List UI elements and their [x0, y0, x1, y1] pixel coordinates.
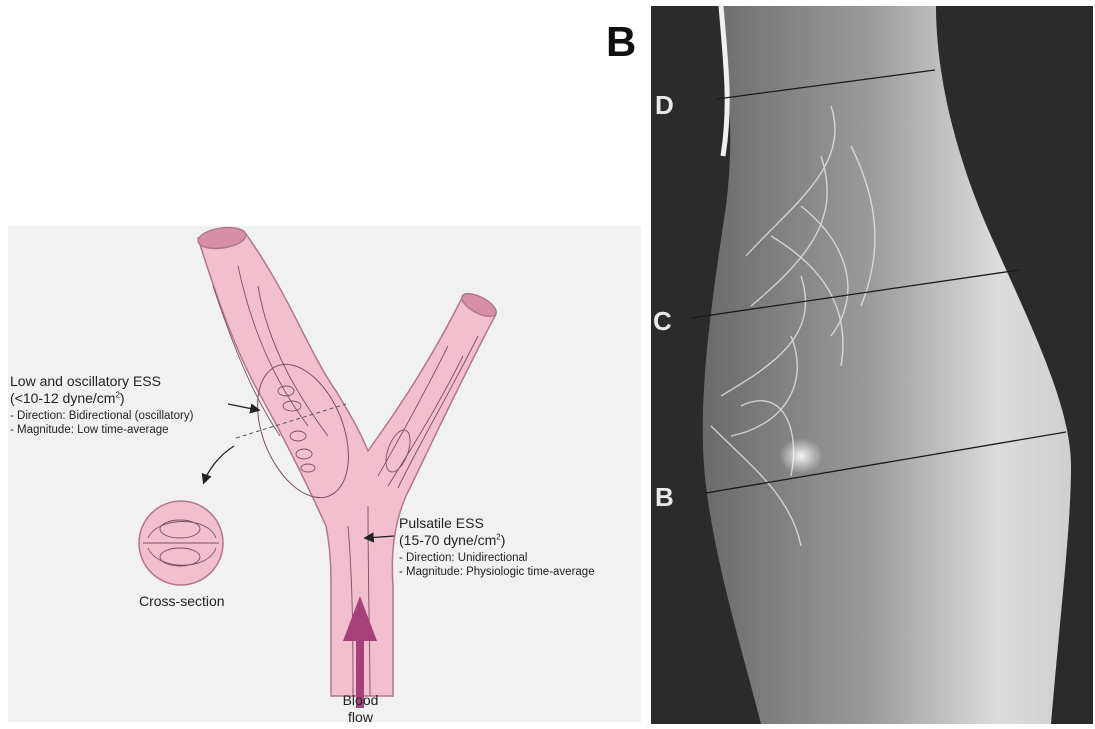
low-oscillatory-magnitude: - Magnitude: Low time-average	[10, 423, 169, 437]
pulsatile-ess-range: (15-70 dyne/cm2)	[399, 532, 505, 549]
bifurcation-illustration	[8, 226, 641, 722]
low-oscillatory-ess-range: (<10-12 dyne/cm2)	[10, 390, 125, 407]
blood-flow-label: Blood flow	[338, 692, 383, 726]
pulsatile-ess-title: Pulsatile ESS	[399, 515, 484, 532]
panel-b-angiogram-image: D C B	[651, 6, 1093, 724]
section-label-c: C	[653, 306, 672, 337]
low-ess-pointer	[228, 404, 258, 410]
angiogram-photo	[651, 6, 1093, 724]
panel-a-bifurcation-diagram: Low and oscillatory ESS (<10-12 dyne/cm2…	[8, 226, 641, 722]
cross-section-curved-arrow	[204, 446, 234, 482]
low-oscillatory-direction: - Direction: Bidirectional (oscillatory)	[10, 409, 193, 423]
contrast-bright-spot	[779, 438, 823, 474]
cross-section-label: Cross-section	[139, 593, 225, 610]
panel-b-letter: B	[606, 18, 636, 66]
pulsatile-direction: - Direction: Unidirectional	[399, 551, 527, 565]
cross-section-circle	[139, 501, 223, 585]
section-label-d: D	[655, 90, 674, 121]
low-oscillatory-ess-title: Low and oscillatory ESS	[10, 373, 161, 390]
pulsatile-magnitude: - Magnitude: Physiologic time-average	[399, 565, 595, 579]
vessel-body	[198, 234, 496, 696]
section-label-b: B	[655, 482, 674, 513]
